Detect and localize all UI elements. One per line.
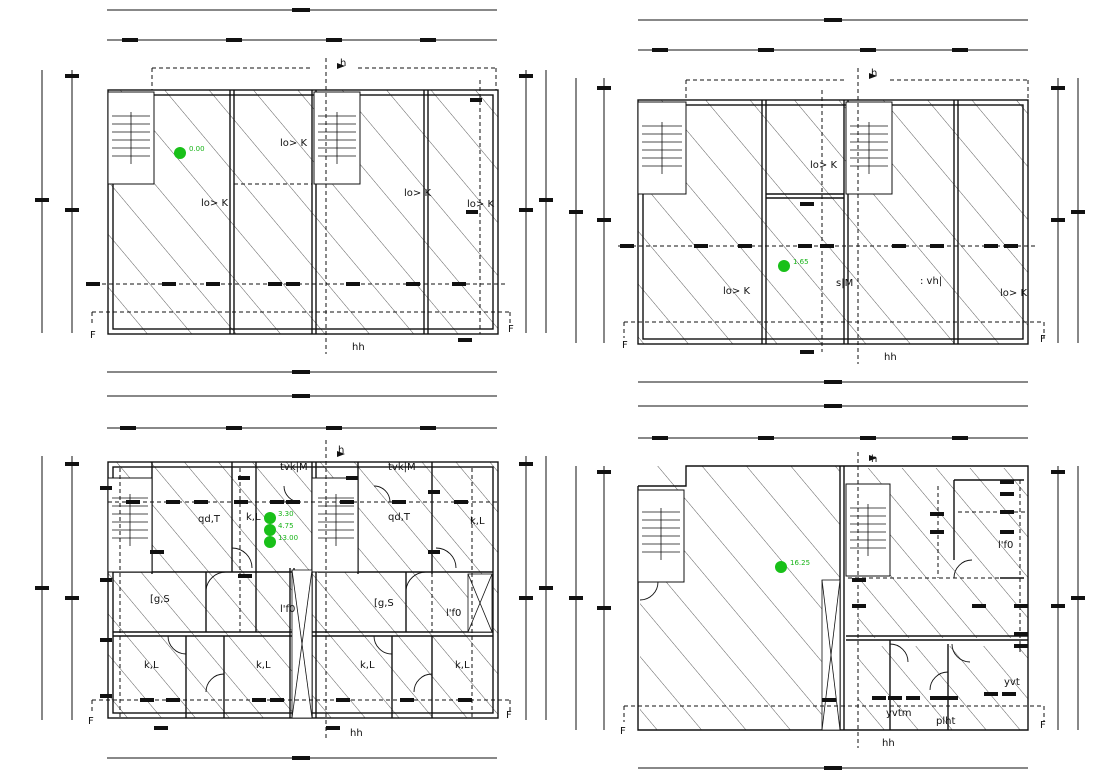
duct-shafts: [291, 569, 493, 719]
room-label: : vh|: [920, 276, 942, 287]
dimension-ticks: [569, 18, 1085, 408]
stair-treads: [642, 122, 888, 174]
room-label: qd,T: [198, 514, 221, 525]
room-label: tvk|M: [388, 462, 416, 473]
section-letter: F: [90, 330, 96, 341]
level-marker-icon: [174, 147, 186, 159]
level-marker: 0.00: [174, 145, 205, 159]
room-label: lo> K: [810, 160, 837, 171]
level-markers: 3.30 4.75 13.00: [264, 510, 298, 548]
axis-markers: [100, 451, 472, 730]
room-label: l'f0: [998, 540, 1013, 551]
level-value: 4.75: [278, 522, 294, 530]
axis-label: hh: [352, 342, 365, 353]
stair-treads: [112, 112, 356, 164]
dashed-lines: [618, 68, 1045, 364]
plan-top-right: lo> K lo> K lo> K s|M : vh| h hh F F 1.6…: [569, 18, 1085, 408]
level-value: 13.00: [278, 534, 298, 542]
plan-bottom-right: l'f0 yvt yvtm plht h hh F F 16.25: [569, 436, 1085, 770]
room-label: plht: [936, 716, 955, 727]
section-letter: F: [1040, 334, 1046, 345]
room-label: k,L: [470, 516, 485, 527]
dashed-lines: [88, 58, 511, 354]
room-label: k,L: [256, 660, 271, 671]
hatched-slab: [638, 100, 1028, 344]
section-letter: F: [620, 726, 626, 737]
axis-label: hh: [350, 728, 363, 739]
stair-treads: [642, 504, 886, 560]
room-label: [g,S: [150, 594, 170, 605]
room-label: lo> K: [467, 199, 494, 210]
door-swings: [639, 559, 973, 691]
stair-treads: [112, 494, 354, 546]
axis-markers: [86, 63, 482, 342]
level-marker-icon: [264, 512, 276, 524]
hatched-slab: [108, 90, 498, 334]
level-marker-icon: [264, 536, 276, 548]
section-letter: F: [1040, 720, 1046, 731]
room-label: l'f0: [446, 608, 461, 619]
axis-label: hh: [884, 352, 897, 363]
room-label: l'f0: [280, 604, 295, 615]
axis-letter: h: [871, 454, 877, 465]
section-letter: F: [622, 340, 628, 351]
room-label: k,L: [144, 660, 159, 671]
room-labels: lo> K lo> K lo> K lo> K h hh F F: [90, 58, 514, 353]
room-label: lo> K: [201, 198, 228, 209]
room-label: lo> K: [723, 286, 750, 297]
section-letter: F: [506, 710, 512, 721]
room-labels: tvk|M tvk|M qd,T qd,T k,L k,L [g,S [g,S …: [88, 445, 512, 739]
dimension-ticks: [569, 436, 1085, 770]
plan-bottom-left: tvk|M tvk|M qd,T qd,T k,L k,L [g,S [g,S …: [35, 426, 553, 760]
room-label: [g,S: [374, 598, 394, 609]
level-value: 16.25: [790, 559, 810, 567]
duct-shafts: [821, 579, 841, 731]
axis-label: hh: [882, 738, 895, 749]
dimension-ticks: [35, 426, 553, 760]
room-label: yvtm: [886, 708, 912, 719]
section-letter: F: [508, 324, 514, 335]
room-label: k,L: [360, 660, 375, 671]
room-label: tvk|M: [280, 462, 308, 473]
level-marker: 1.65: [778, 258, 809, 272]
level-value: 1.65: [793, 258, 809, 266]
axis-letter: h: [871, 68, 877, 79]
room-label: qd,T: [388, 512, 411, 523]
room-label: k,L: [246, 512, 261, 523]
dimension-ticks: [35, 8, 553, 398]
axis-markers: [620, 73, 1018, 354]
level-marker-icon: [264, 524, 276, 536]
room-label: lo> K: [1000, 288, 1027, 299]
room-label: k,L: [455, 660, 470, 671]
dashed-lines: [623, 452, 1045, 748]
axis-letter: h: [338, 445, 344, 456]
room-label: yvt: [1004, 677, 1020, 688]
plan-top-left: lo> K lo> K lo> K lo> K h hh F F 0.00: [35, 8, 553, 398]
level-value: 0.00: [189, 145, 205, 153]
room-labels: l'f0 yvt yvtm plht h hh F F: [620, 454, 1046, 749]
level-marker-icon: [775, 561, 787, 573]
room-label: s|M: [836, 278, 853, 289]
level-marker-icon: [778, 260, 790, 272]
room-labels: lo> K lo> K lo> K s|M : vh| h hh F F: [622, 68, 1046, 363]
section-letter: F: [88, 716, 94, 727]
axis-markers: [822, 455, 1028, 702]
room-label: lo> K: [280, 138, 307, 149]
axis-letter: h: [340, 58, 346, 69]
level-value: 3.30: [278, 510, 294, 518]
room-label: lo> K: [404, 188, 431, 199]
level-marker: 16.25: [775, 559, 810, 573]
